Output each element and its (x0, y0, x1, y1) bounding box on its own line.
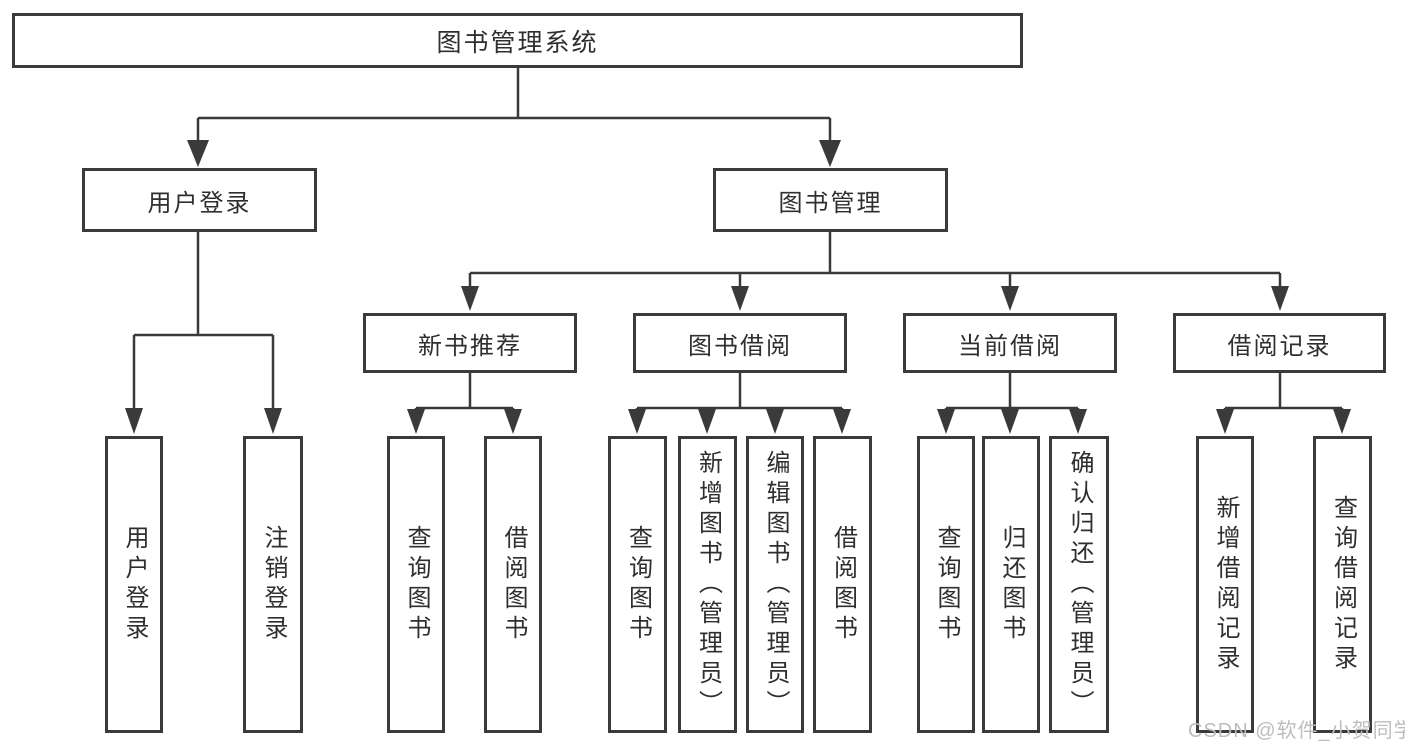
node-borrow-edit-books-admin: 编辑图书（管理员） (746, 436, 804, 733)
node-records-add-borrow-record: 新增借阅记录 (1196, 436, 1254, 733)
node-recommend-query-books: 查询图书 (387, 436, 445, 733)
node-new-book-recommendation: 新书推荐 (363, 313, 577, 373)
node-book-borrowing: 图书借阅 (633, 313, 847, 373)
node-borrowing-records: 借阅记录 (1173, 313, 1386, 373)
node-records-query-borrow-record: 查询借阅记录 (1313, 436, 1372, 733)
node-current-query-books: 查询图书 (917, 436, 975, 733)
node-logout-login-leaf: 注销登录 (243, 436, 303, 733)
node-current-return-books: 归还图书 (982, 436, 1040, 733)
node-library-management-system: 图书管理系统 (12, 13, 1023, 68)
node-book-management: 图书管理 (713, 168, 948, 232)
node-user-login: 用户登录 (82, 168, 317, 232)
csdn-watermark: CSDN @软件_小贺同学 (1188, 720, 1405, 742)
node-borrow-add-books-admin: 新增图书（管理员） (678, 436, 737, 733)
node-current-confirm-return-admin: 确认归还（管理员） (1049, 436, 1109, 733)
node-current-borrowing: 当前借阅 (903, 313, 1117, 373)
node-recommend-borrow-books: 借阅图书 (484, 436, 542, 733)
node-user-login-leaf: 用户登录 (105, 436, 163, 733)
node-borrow-borrow-books: 借阅图书 (813, 436, 872, 733)
node-borrow-query-books: 查询图书 (608, 436, 667, 733)
